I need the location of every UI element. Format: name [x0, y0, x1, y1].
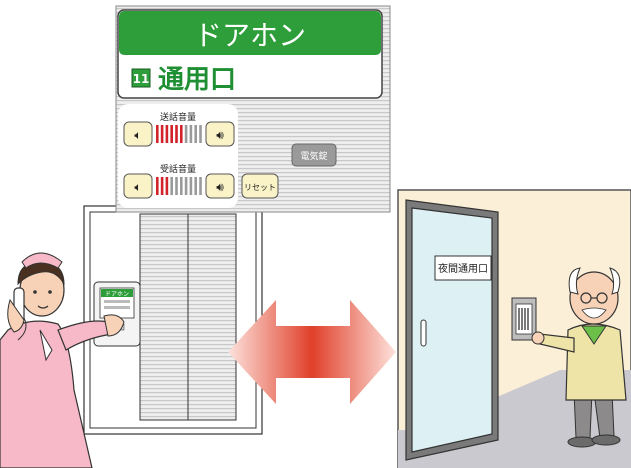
speaker-high-icon: 🔊︎	[216, 180, 224, 194]
volume-bar-segment	[194, 125, 197, 143]
volume-bar-segment	[189, 125, 193, 143]
communication-arrow	[228, 300, 396, 404]
volume-bar-segment	[170, 177, 173, 195]
reset-button-label: リセット	[244, 183, 276, 192]
volume-bar-segment	[199, 177, 202, 195]
window-blinds	[139, 213, 237, 421]
volume-bar-segment	[160, 177, 164, 195]
electric-lock-button[interactable]: 電気錠	[291, 143, 337, 167]
speaker-high-icon: 🔊︎	[216, 128, 224, 142]
receive-volume-up-button[interactable]: 🔊︎	[205, 173, 235, 199]
station-wall: ドアホン	[83, 205, 263, 435]
volume-bar-segment	[156, 177, 159, 195]
handset-screen-title: ドアホン	[105, 291, 129, 298]
door-intercom-unit	[511, 297, 537, 341]
speaker-low-icon: 🔈︎	[134, 180, 141, 194]
send-volume-label: 送話音量	[160, 111, 196, 123]
volume-bar-segment	[194, 177, 197, 195]
master-station-panel: ドアホン 11 通用口 送話音量 🔈︎ 🔊︎ 受話音量 🔈︎ 🔊︎	[115, 5, 391, 213]
door-sign-text: 夜間通用口	[438, 262, 488, 275]
volume-bar-segment	[160, 125, 164, 143]
electric-lock-label: 電気錠	[300, 150, 327, 162]
volume-bar-segment	[189, 177, 193, 195]
volume-bar-segment	[180, 177, 183, 195]
volume-bar-segment	[165, 125, 169, 143]
volume-bar-segment	[184, 125, 188, 143]
receive-volume-meter	[156, 177, 202, 195]
volume-bar-segment	[165, 177, 169, 195]
speaker-low-icon: 🔈︎	[134, 128, 141, 142]
night-entrance-door: 夜間通用口	[405, 199, 499, 461]
channel-number: 11	[133, 72, 150, 86]
nurse-operator	[0, 252, 125, 468]
volume-bar-segment	[156, 125, 159, 143]
send-volume-down-button[interactable]: 🔈︎	[123, 121, 153, 147]
send-volume-up-button[interactable]: 🔊︎	[205, 121, 235, 147]
volume-bar-segment	[184, 177, 188, 195]
volume-bar-segment	[170, 125, 173, 143]
panel-title: ドアホン	[194, 19, 306, 52]
door-sign	[434, 255, 492, 281]
location-name: 通用口	[158, 65, 236, 95]
receive-volume-label: 受話音量	[160, 163, 196, 175]
reset-button[interactable]: リセット	[241, 173, 279, 199]
receive-volume-down-button[interactable]: 🔈︎	[123, 173, 153, 199]
entrance-scene: 夜間通用口	[397, 189, 631, 468]
send-volume-meter	[156, 125, 202, 143]
channel-badge	[131, 68, 151, 88]
panel-title-bar	[119, 11, 381, 55]
volume-bar-segment	[199, 125, 202, 143]
visitor-elderly-man	[531, 267, 627, 448]
volume-bar-segment	[180, 125, 183, 143]
volume-bar-segment	[175, 177, 178, 195]
volume-bar-segment	[175, 125, 178, 143]
